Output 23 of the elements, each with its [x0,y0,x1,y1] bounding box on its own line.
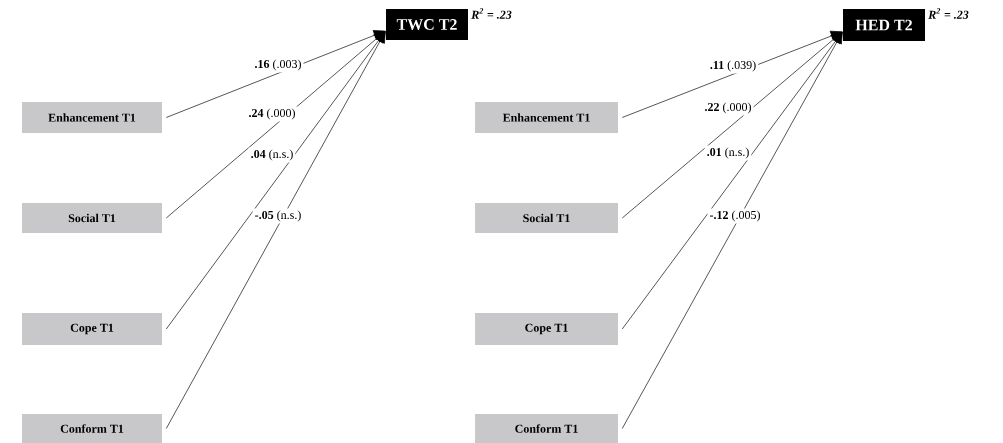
edge-label: .16 (.003) [252,57,304,73]
arrow [621,31,843,330]
predictor-box: Conform T1 [475,413,618,443]
edge-label: .11 (.039) [707,58,759,74]
outcome-box: TWC T2 [386,9,468,40]
predictor-box: Enhancement T1 [475,102,618,133]
edge-label: -.05 (n.s.) [252,208,304,224]
predictor-box: Social T1 [475,203,618,233]
predictor-box: Conform T1 [22,413,162,443]
edge-label: .24 (.000) [246,106,298,122]
predictor-box: Cope T1 [22,313,162,345]
edge-label: .01 (n.s.) [704,145,752,161]
r-squared-label: R$^{2}$ = .23 [928,8,969,19]
edge-label: .22 (.000) [702,100,754,116]
outcome-box: HED T2 [843,9,925,41]
predictor-box: Enhancement T1 [22,102,162,133]
predictor-box: Cope T1 [475,313,618,345]
arrow [621,31,843,429]
edge-label: .04 (n.s.) [248,147,296,163]
arrow [165,31,386,429]
r-squared-label: R$^{2}$ = .23 [471,8,512,19]
predictor-box: Social T1 [22,203,162,233]
edge-label: -.12 (.005) [707,208,763,224]
